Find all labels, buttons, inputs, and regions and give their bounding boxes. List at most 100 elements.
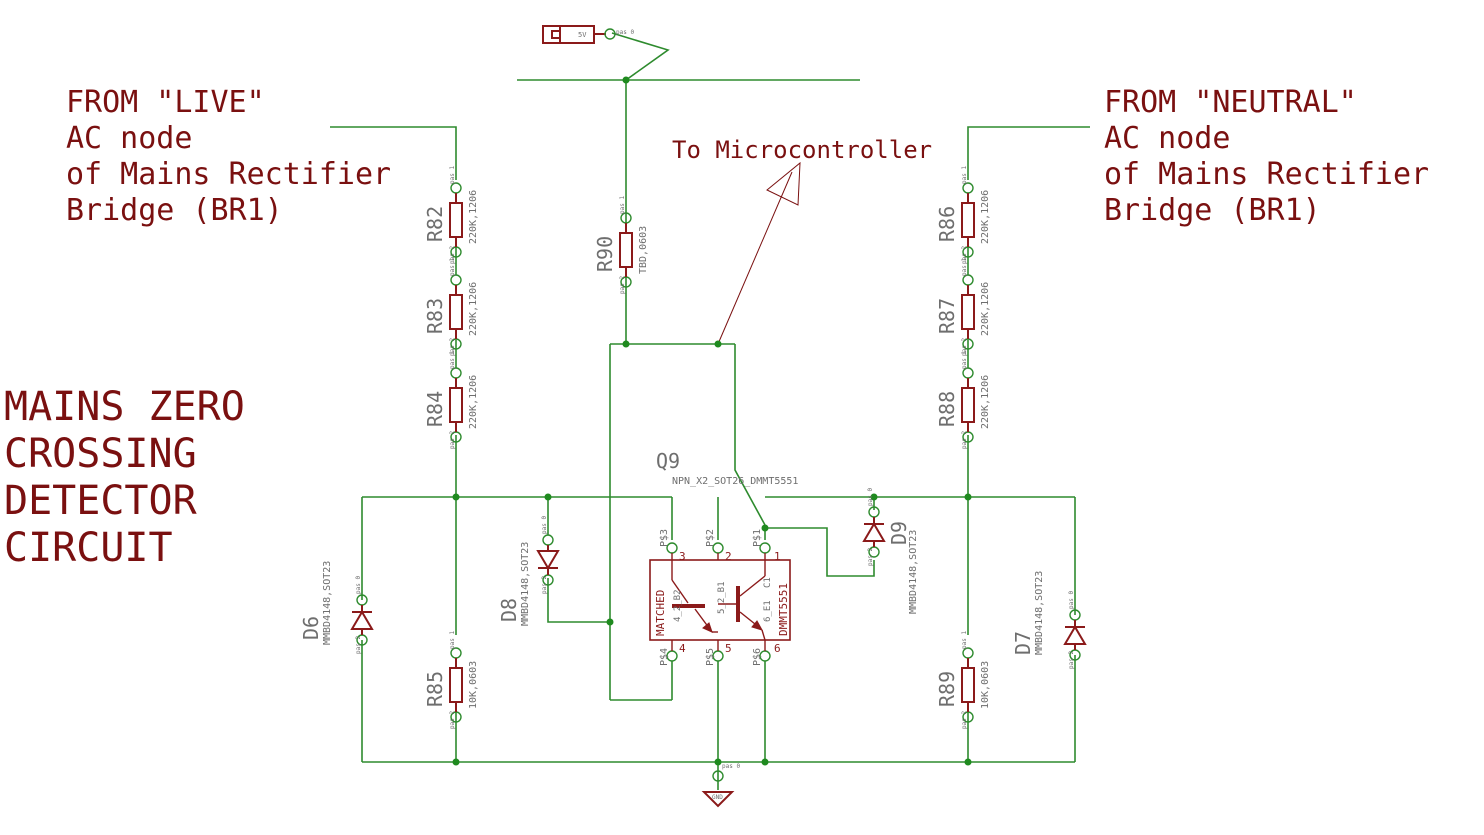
- q9-pin-name-1: P$1: [752, 529, 763, 547]
- diode-pin-label: pas 0: [1068, 591, 1075, 609]
- q9-inner-c1: C1: [763, 577, 773, 588]
- diode-ref: D8: [497, 598, 521, 622]
- resistor-value: 220K,1206: [980, 282, 991, 336]
- resistor-pin-label: pas 2: [449, 711, 456, 729]
- micro-pointer: [717, 161, 801, 345]
- diode-pin-label: pas 2: [355, 636, 362, 654]
- diode-value: MMBD4148,SOT23: [520, 542, 531, 626]
- resistor-pin-label: pas 2: [961, 338, 968, 356]
- resistor-pin-label: pas 1: [449, 258, 456, 276]
- q9-pin-name-2: P$2: [705, 529, 716, 547]
- diode-ref: D6: [299, 616, 323, 640]
- q9-pin-num-6: 6: [774, 642, 781, 655]
- diode-pin-label: pas 2: [867, 548, 874, 566]
- q9-pin-name-3: P$3: [659, 529, 670, 547]
- resistor-value: 220K,1206: [468, 282, 479, 336]
- resistor-ref: R89: [935, 671, 959, 707]
- resistor-pin-label: pas 1: [449, 351, 456, 369]
- supply-pin-label: pas 0: [616, 29, 634, 36]
- resistor-r83: R83 220K,1206 pas 1 pas 2: [423, 258, 479, 356]
- resistor-ref: R84: [423, 391, 447, 427]
- resistor-pin-label: pas 2: [961, 431, 968, 449]
- resistor-pin-label: pas 1: [961, 166, 968, 184]
- diode-value: MMBD4148,SOT23: [908, 530, 919, 614]
- resistor-pin-label: pas 1: [961, 631, 968, 649]
- live-note: FROM "LIVE" AC node of Mains Rectifier B…: [66, 85, 391, 228]
- resistor-r90: R90 TBD,0603 pas 1 pas 2: [593, 196, 649, 294]
- resistor-pin-label: pas 2: [449, 338, 456, 356]
- resistor-pin-label: pas 2: [961, 711, 968, 729]
- q9-inner-e1: 6_E1: [763, 600, 773, 622]
- resistor-ref: R88: [935, 391, 959, 427]
- q9-inner-b1: 5_2_B1: [717, 581, 727, 614]
- q9-pin-num-1: 1: [774, 550, 781, 563]
- diode-pin-label: pas 0: [355, 576, 362, 594]
- resistor-pin-label: pas 1: [619, 196, 626, 214]
- gnd-pin-label: pas 0: [722, 763, 740, 770]
- resistor-value: 220K,1206: [980, 375, 991, 429]
- q9-pin-name-4: P$4: [659, 648, 670, 666]
- diode-pin-label: pas 2: [541, 576, 548, 594]
- live-line-2: AC node: [66, 121, 192, 156]
- resistor-r88: R88 220K,1206 pas 1 pas 2: [935, 351, 991, 449]
- junctions: [452, 76, 972, 766]
- gnd-label: GND: [712, 794, 723, 801]
- resistor-pin-label: pas 1: [449, 631, 456, 649]
- resistor-value: TBD,0603: [638, 226, 649, 274]
- title-line-2: CROSSING: [4, 431, 197, 477]
- diode-pin-label: pas 2: [1068, 651, 1075, 669]
- q9-body-right: DMMT5551: [777, 583, 790, 636]
- resistor-r87: R87 220K,1206 pas 1 pas 2: [935, 258, 991, 356]
- diode-pin-label: pas 0: [541, 516, 548, 534]
- supply-5v: 5V pas 0: [542, 25, 634, 44]
- resistor-value: 10K,0603: [468, 661, 479, 709]
- q9-body-left: MATCHED: [654, 590, 667, 636]
- live-line-3: of Mains Rectifier: [66, 157, 391, 192]
- supply-label: 5V: [578, 31, 587, 39]
- resistor-pin-label: pas 2: [619, 276, 626, 294]
- live-line-4: Bridge (BR1): [66, 193, 283, 228]
- resistor-r89: R89 10K,0603 pas 1 pas 2: [935, 631, 991, 729]
- title-line-1: MAINS ZERO: [4, 384, 245, 430]
- resistor-pin-label: pas 2: [449, 246, 456, 264]
- resistor-pin-label: pas 2: [961, 246, 968, 264]
- neutral-note: FROM "NEUTRAL" AC node of Mains Rectifie…: [1104, 85, 1429, 228]
- resistor-value: 220K,1206: [468, 375, 479, 429]
- title-block: MAINS ZERO CROSSING DETECTOR CIRCUIT: [4, 384, 245, 571]
- q9-pin-name-6: P$6: [752, 648, 763, 666]
- diode-ref: D9: [887, 521, 911, 545]
- resistor-ref: R87: [935, 298, 959, 334]
- neutral-line-1: FROM "NEUTRAL": [1104, 85, 1357, 120]
- q9-ref: Q9: [656, 449, 680, 473]
- resistor-ref: R85: [423, 671, 447, 707]
- title-line-4: CIRCUIT: [4, 525, 173, 571]
- neutral-line-4: Bridge (BR1): [1104, 193, 1321, 228]
- micro-label: To Microcontroller: [672, 136, 932, 164]
- title-line-3: DETECTOR: [4, 478, 198, 524]
- q9-pin-name-5: P$5: [705, 648, 716, 666]
- wires: [330, 32, 1090, 790]
- resistor-ref: R83: [423, 298, 447, 334]
- neutral-line-3: of Mains Rectifier: [1104, 157, 1429, 192]
- resistor-ref: R90: [593, 236, 617, 272]
- resistor-ref: R82: [423, 206, 447, 242]
- diode-value: MMBD4148,SOT23: [1034, 571, 1045, 655]
- resistor-pin-label: pas 1: [961, 351, 968, 369]
- transistor-q9: MATCHED DMMT5551 4_2_B2 5_2_B1 6_E1 C1 3…: [649, 449, 798, 672]
- resistor-value: 10K,0603: [980, 661, 991, 709]
- resistor-r85: R85 10K,0603 pas 1 pas 2: [423, 631, 479, 729]
- q9-pin-num-3: 3: [679, 550, 686, 563]
- resistor-value: 220K,1206: [980, 190, 991, 244]
- resistor-pin-label: pas 1: [961, 258, 968, 276]
- diode-pin-label: pas 0: [867, 488, 874, 506]
- resistor-value: 220K,1206: [468, 190, 479, 244]
